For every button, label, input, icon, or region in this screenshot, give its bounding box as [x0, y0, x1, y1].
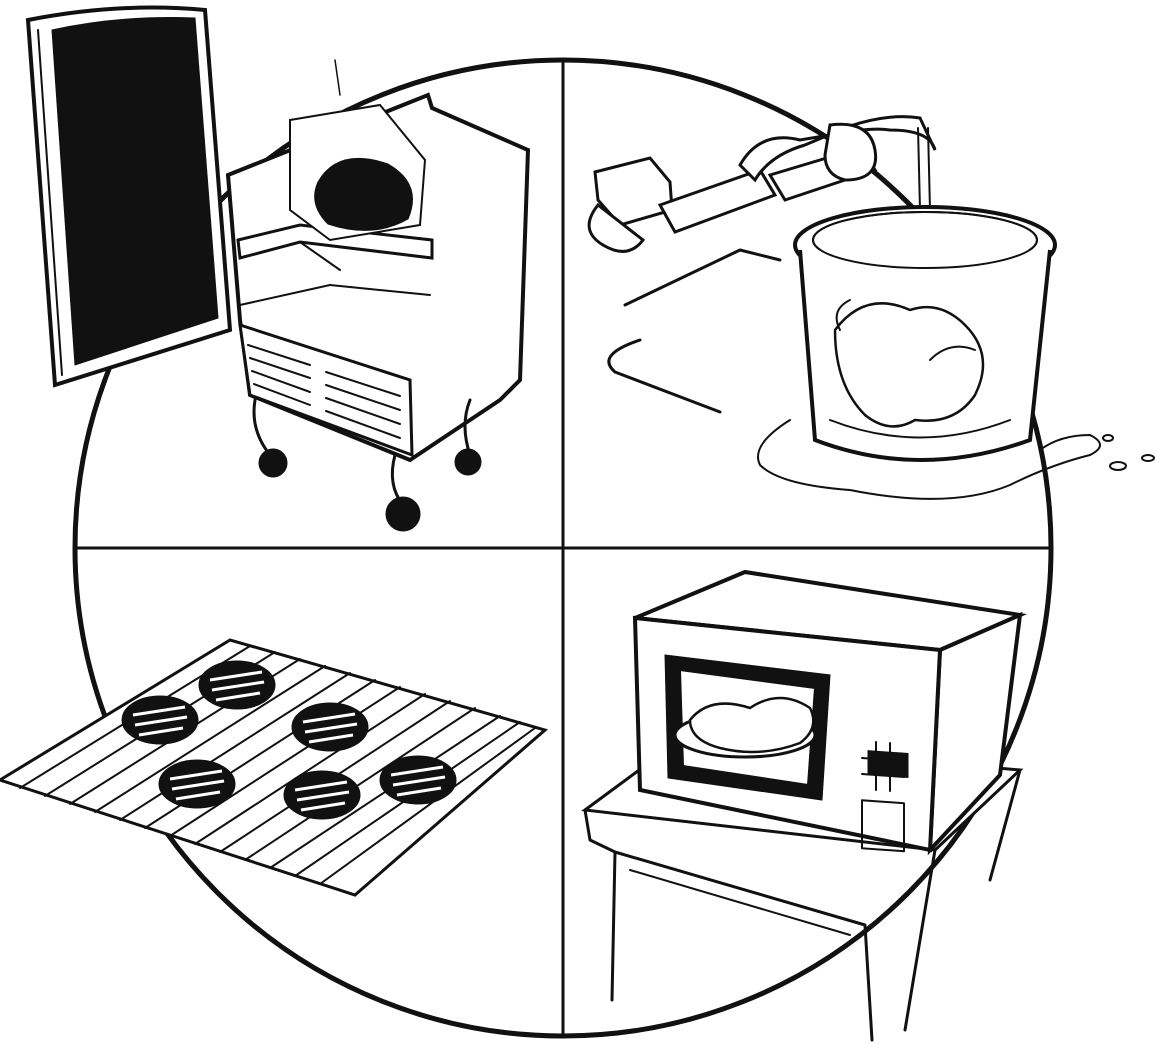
patties-on-rack-icon: [0, 640, 545, 895]
microwave-thawing-icon: [585, 572, 1020, 1040]
patty: [159, 760, 235, 808]
patty: [380, 756, 456, 804]
patty: [284, 771, 360, 819]
refrigerator-thawing-icon: [28, 8, 528, 531]
patty: [199, 661, 275, 709]
cold-water-thawing-icon: [589, 117, 1154, 499]
patty: [122, 696, 198, 744]
patty: [292, 703, 368, 751]
